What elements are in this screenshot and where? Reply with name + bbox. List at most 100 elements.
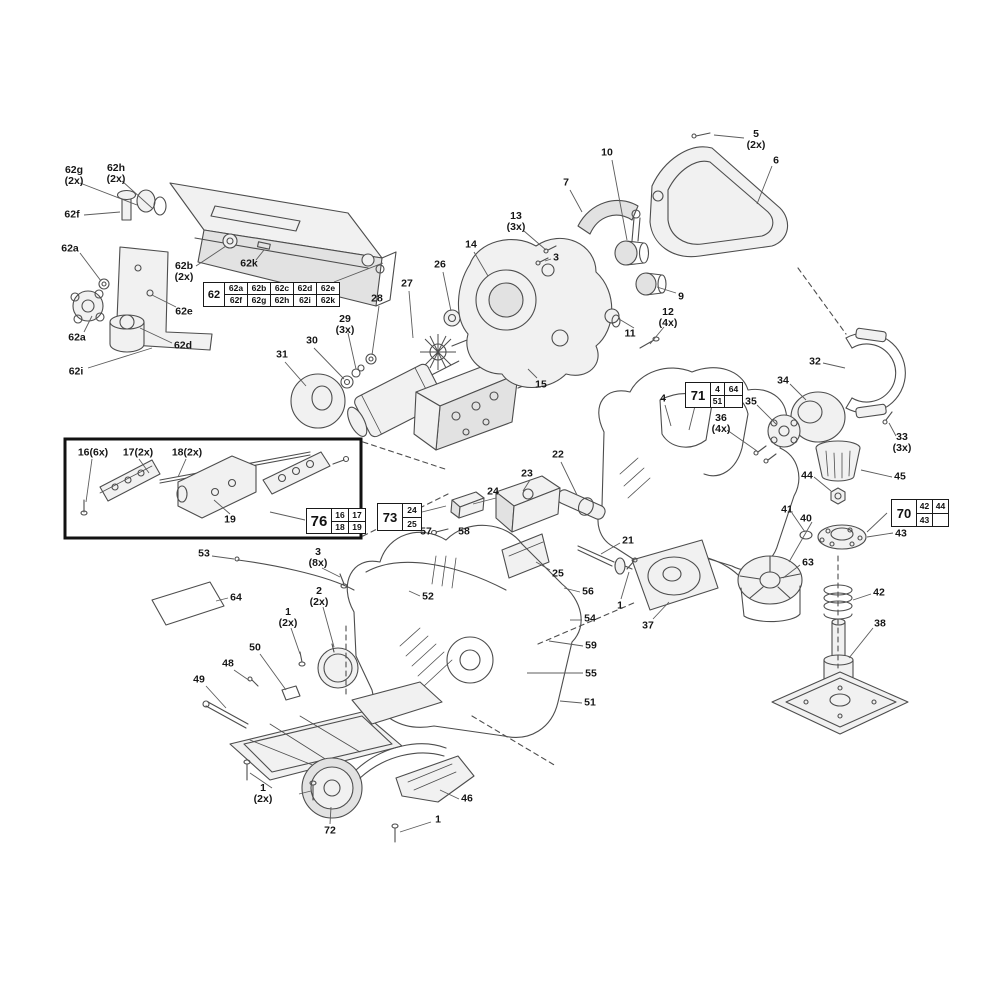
part-label-62e: 62e <box>175 305 193 318</box>
part-label-59: 59 <box>585 639 597 652</box>
part-label-14: 14 <box>465 238 477 251</box>
part-label-37: 37 <box>642 619 654 632</box>
part-label-52: 52 <box>422 590 434 603</box>
part-label-62k: 62k <box>240 257 258 270</box>
part-label-1: 1 (2x) <box>278 605 298 629</box>
part-label-38: 38 <box>874 617 886 630</box>
part-label-33: 33 (3x) <box>892 430 912 454</box>
part-label-48: 48 <box>222 657 234 670</box>
part-label-10: 10 <box>601 146 613 159</box>
part-label-32: 32 <box>809 355 821 368</box>
part-label-58: 58 <box>458 525 470 538</box>
base-plate-drawing <box>151 556 475 843</box>
blade-inset-drawing <box>63 437 363 540</box>
part-label-56: 56 <box>582 585 594 598</box>
part-label-62d: 62d <box>173 339 193 352</box>
part-label-42: 42 <box>873 586 885 599</box>
part-label-1: 1 (2x) <box>253 781 273 805</box>
ref-table-76: 76 16 17 18 19 <box>306 508 366 534</box>
part-label-7: 7 <box>563 176 569 189</box>
ref-table-70-key: 70 <box>892 500 917 526</box>
ref-cell: 62f <box>229 295 243 306</box>
ref-cell: 62h <box>270 295 293 306</box>
ref-table-73-key: 73 <box>378 504 403 530</box>
ref-cell: 62g <box>247 295 270 306</box>
stator-fan-assembly-drawing <box>631 327 909 735</box>
part-label-24: 24 <box>487 485 499 498</box>
part-label-12: 12 (4x) <box>658 305 678 329</box>
part-label-41: 41 <box>781 503 793 516</box>
part-label-62f: 62f <box>64 208 80 221</box>
part-label-55: 55 <box>585 667 597 680</box>
ref-cell: 18 <box>335 522 345 532</box>
part-label-35: 35 <box>745 395 757 408</box>
main-body-drawing <box>298 524 582 738</box>
part-label-34: 34 <box>777 374 789 387</box>
part-label-5: 5 (2x) <box>746 127 766 151</box>
part-label-13: 13 (3x) <box>506 209 526 233</box>
part-label-72: 72 <box>324 824 336 837</box>
ref-cell: 64 <box>724 383 742 395</box>
part-label-43: 43 <box>895 527 907 540</box>
part-label-29: 29 (3x) <box>335 312 355 336</box>
part-label-3: 3 <box>553 251 559 264</box>
part-label-23: 23 <box>521 467 533 480</box>
part-label-6: 6 <box>773 154 779 167</box>
part-label-36: 36 (4x) <box>711 411 731 435</box>
part-label-9: 9 <box>678 290 684 303</box>
part-label-27: 27 <box>401 277 413 290</box>
ref-cell: 25 <box>407 518 417 529</box>
part-label-44: 44 <box>801 469 813 482</box>
part-label-45: 45 <box>894 470 906 483</box>
part-label-62a: 62a <box>61 242 79 255</box>
ref-cell: 4 <box>715 383 720 394</box>
ref-cell: 19 <box>348 521 365 533</box>
ref-table-71: 71 4 64 51 <box>685 382 743 408</box>
part-label-62i: 62i <box>68 365 84 378</box>
armature-assembly-drawing <box>290 237 613 451</box>
part-label-3: 3 (8x) <box>308 545 328 569</box>
belt-cover-drawing <box>535 132 789 349</box>
part-label-11: 11 <box>624 327 636 340</box>
part-label-49: 49 <box>193 673 205 686</box>
part-label-4: 4 <box>660 392 666 405</box>
fence-assembly-drawing <box>70 182 397 353</box>
part-label-30: 30 <box>306 334 318 347</box>
ref-table-71-key: 71 <box>686 383 711 407</box>
ref-table-70: 70 42 44 43 <box>891 499 949 527</box>
part-label-62g: 62g (2x) <box>64 163 84 187</box>
ref-cell: 51 <box>712 396 723 406</box>
ref-cell: 62e <box>316 283 339 294</box>
ref-cell: 24 <box>407 505 417 515</box>
part-label-15: 15 <box>535 378 547 391</box>
part-label-19: 19 <box>224 513 236 526</box>
ref-table-76-key: 76 <box>307 509 332 533</box>
ref-cell <box>724 395 742 407</box>
ref-table-62-key: 62 <box>204 283 225 306</box>
part-label-62a: 62a <box>68 331 86 344</box>
part-label-21: 21 <box>622 534 634 547</box>
ref-cell: 44 <box>932 500 948 513</box>
leader-lines <box>79 134 897 833</box>
part-label-17(2x): 17(2x) <box>122 446 154 459</box>
ref-table-73: 73 24 25 <box>377 503 422 531</box>
ref-cell: 17 <box>348 509 365 521</box>
part-label-51: 51 <box>584 696 596 709</box>
part-label-2: 2 (2x) <box>309 584 329 608</box>
part-label-1: 1 <box>435 813 441 826</box>
ref-cell: 62i <box>293 295 316 306</box>
part-label-22: 22 <box>552 448 564 461</box>
part-label-1: 1 <box>617 599 623 612</box>
part-label-54: 54 <box>584 612 596 625</box>
part-label-62b: 62b (2x) <box>174 259 194 283</box>
part-label-63: 63 <box>802 556 814 569</box>
part-label-18(2x): 18(2x) <box>171 446 203 459</box>
switch-parts-drawing <box>430 475 638 579</box>
part-label-57: 57 <box>420 525 432 538</box>
ref-cell: 62c <box>270 283 293 294</box>
part-label-50: 50 <box>249 641 261 654</box>
part-label-28: 28 <box>371 292 383 305</box>
ref-cell: 42 <box>919 501 930 511</box>
